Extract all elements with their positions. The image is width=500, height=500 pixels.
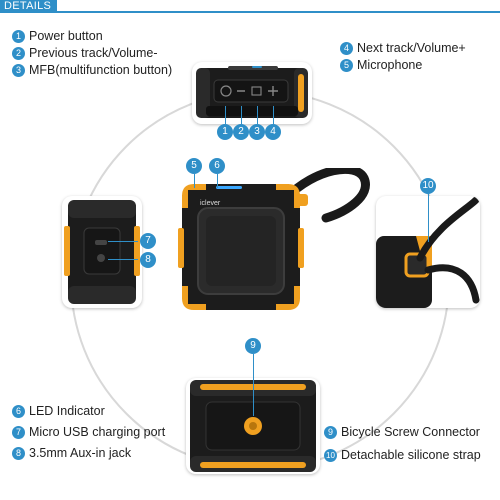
legend-label: Micro USB charging port	[29, 425, 166, 439]
legend-item: 3 MFB(multifunction button)	[12, 62, 172, 79]
legend-label: Previous track/Volume-	[29, 46, 158, 60]
callout-badge: 1	[217, 124, 233, 140]
number-badge: 8	[12, 447, 25, 460]
number-badge: 9	[324, 426, 337, 439]
legend-item: 8 3.5mm Aux-in jack	[12, 445, 165, 462]
header-rule	[0, 11, 500, 13]
number-badge: 2	[12, 47, 25, 60]
legend-item: 1 Power button	[12, 28, 172, 45]
header-title: DETAILS	[0, 0, 58, 12]
callout-badge: 6	[209, 158, 225, 174]
legend-item: 4 Next track/Volume+	[340, 40, 466, 57]
legend-bottom-right: 9 Bicycle Screw Connector 10 Detachable si…	[324, 424, 481, 464]
number-badge: 1	[12, 30, 25, 43]
legend-label: LED Indicator	[29, 404, 105, 418]
callout-badge: 8	[140, 252, 156, 268]
callout-line	[273, 106, 274, 124]
speaker-side-illustration	[64, 200, 140, 304]
callout-badge: 2	[233, 124, 249, 140]
callout-line	[108, 259, 138, 260]
number-badge: 10	[324, 449, 337, 462]
callout-line	[253, 354, 254, 416]
number-badge: 4	[340, 42, 353, 55]
legend-label: 3.5mm Aux-in jack	[29, 446, 132, 460]
legend-label: Bicycle Screw Connector	[341, 425, 480, 439]
speaker-side-view	[62, 196, 142, 308]
legend-item: 2 Previous track/Volume-	[12, 45, 172, 62]
number-badge: 3	[12, 64, 25, 77]
legend-label: MFB(multifunction button)	[29, 63, 173, 77]
callout-line	[225, 106, 226, 124]
callout-badge: 9	[245, 338, 261, 354]
number-badge: 5	[340, 59, 353, 72]
callout-line	[217, 174, 218, 188]
callout-line	[257, 106, 258, 124]
strap-closeup-illustration	[376, 196, 480, 308]
callout-line	[241, 106, 242, 124]
callout-badge: 5	[186, 158, 202, 174]
legend-top-right: 4 Next track/Volume+ 5 Microphone	[340, 40, 466, 74]
callout-badge: 3	[249, 124, 265, 140]
legend-item: 10 Detachable silicone strap	[324, 447, 481, 464]
speaker-front-illustration	[178, 164, 370, 310]
callout-line	[428, 194, 429, 242]
legend-label: Power button	[29, 29, 103, 43]
legend-item: 7 Micro USB charging port	[12, 424, 165, 441]
callout-badge: 7	[140, 233, 156, 249]
legend-label: Microphone	[357, 58, 423, 72]
callout-badge: 4	[265, 124, 281, 140]
legend-item: 6 LED Indicator	[12, 403, 165, 420]
legend-item: 5 Microphone	[340, 57, 466, 74]
callout-badge: 10	[420, 178, 436, 194]
number-badge: 6	[12, 405, 25, 418]
number-badge: 7	[12, 426, 25, 439]
legend-item: 9 Bicycle Screw Connector	[324, 424, 481, 441]
speaker-front-view: iclever	[176, 164, 372, 318]
brand-logo-text: iclever	[200, 200, 221, 207]
legend-label: Detachable silicone strap	[341, 448, 481, 462]
legend-label: Next track/Volume+	[357, 41, 466, 55]
speaker-top-illustration	[196, 66, 308, 118]
speaker-top-view	[192, 62, 312, 124]
details-header: DETAILS	[0, 0, 500, 14]
callout-line	[194, 174, 195, 188]
callout-line	[108, 241, 138, 242]
